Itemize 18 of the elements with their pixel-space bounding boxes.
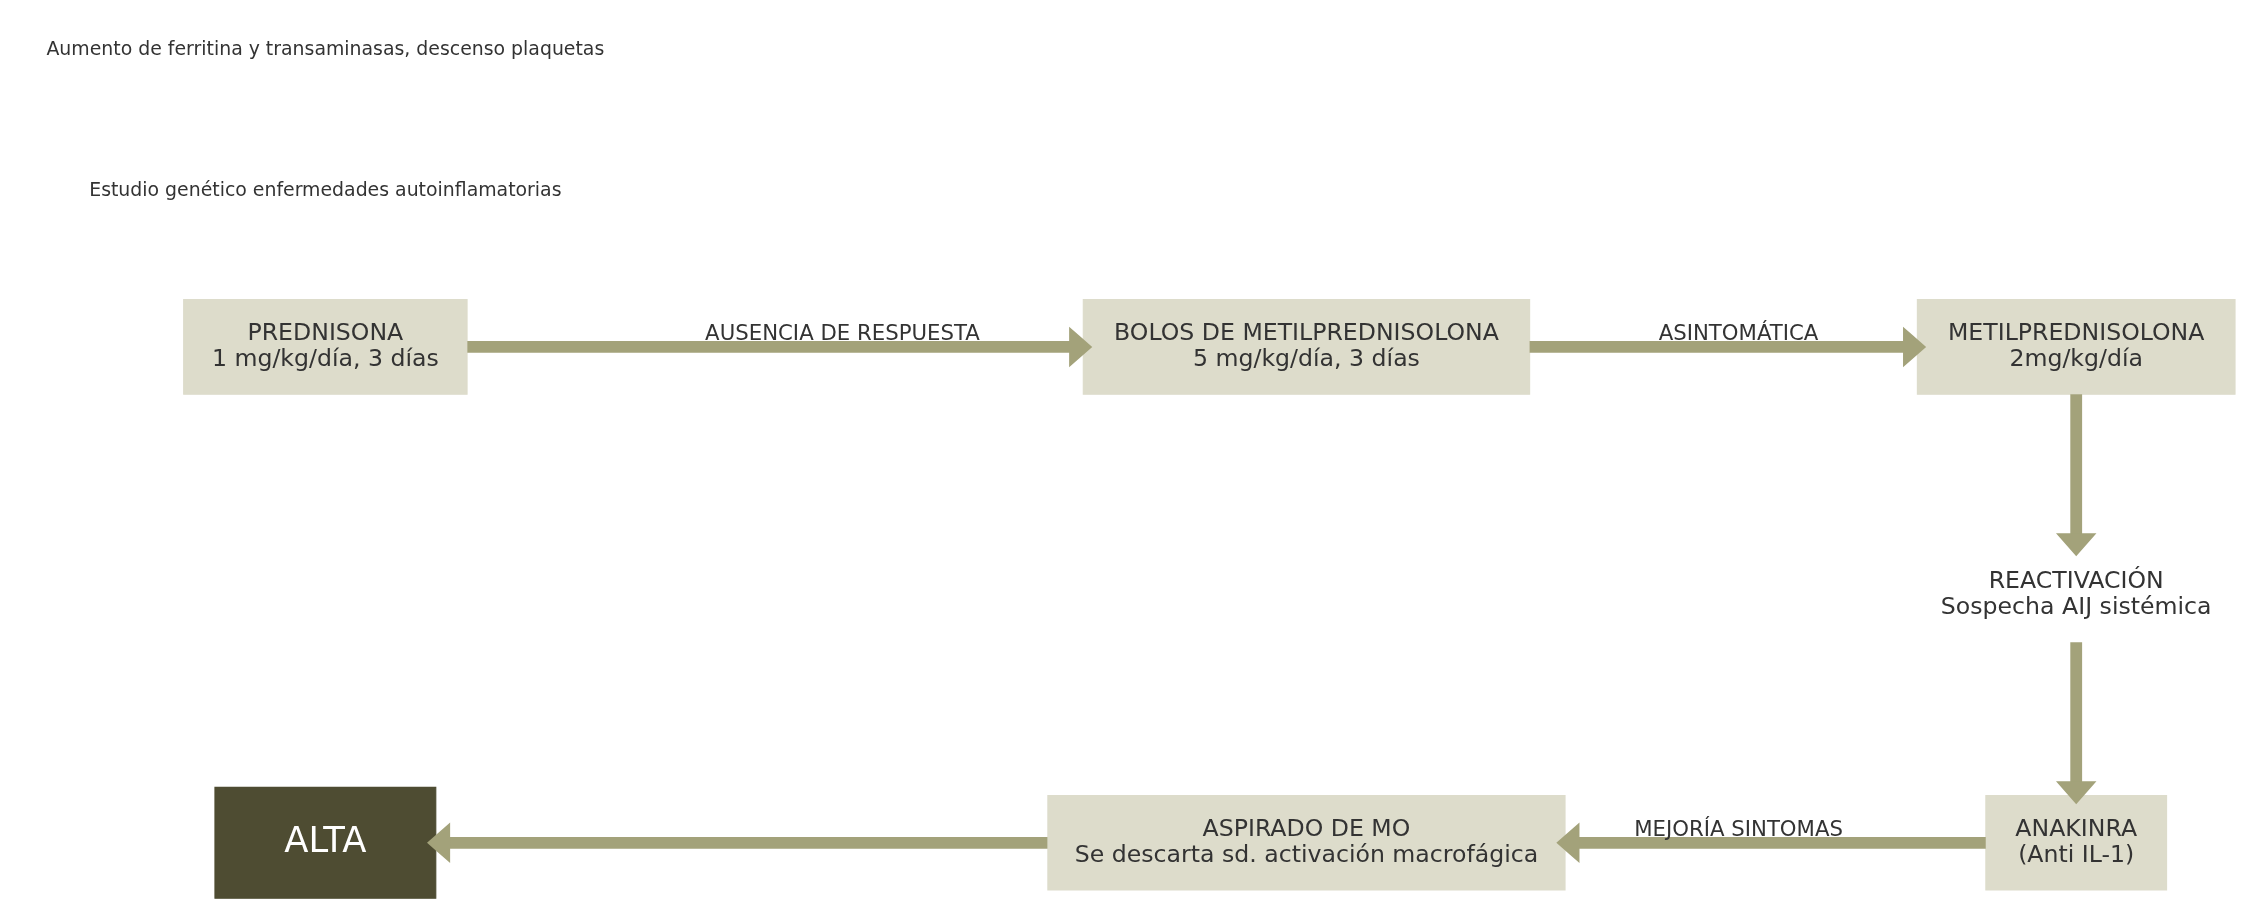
node-box: ASPIRADO DE MO Se descarta sd. activación macrofágica: [1047, 794, 1566, 891]
edge-label: MEJORÍA SINTOMAS: [1634, 815, 1843, 841]
edge-label: AUSENCIA DE RESPUESTA: [705, 319, 980, 345]
arrow: [2056, 393, 2097, 556]
node-box: PREDNISONA 1 mg/kg/día, 3 días: [183, 298, 468, 395]
arrow: [427, 822, 1048, 863]
arrow: [1529, 326, 1927, 367]
edge-label: ASINTOMÁTICA: [1658, 319, 1819, 345]
arrow: [2056, 641, 2097, 804]
arrow: [1556, 822, 1986, 863]
node-box: ALTA: [214, 786, 437, 899]
arrow: [467, 326, 1093, 367]
node-text: REACTIVACIÓN Sospecha AIJ sistémica: [1940, 565, 2212, 620]
label: Estudio genético enfermedades autoinflamatorias: [89, 177, 562, 200]
node-box: ANAKINRA (Anti IL-1): [1985, 794, 2168, 891]
label: Aumento de ferritina y transaminasas, descenso plaquetas: [46, 36, 605, 59]
node-box: METILPREDNISOLONA 2mg/kg/día: [1916, 298, 2236, 395]
node-box: BOLOS DE METILPREDNISOLONA 5 mg/kg/día, 3 días: [1082, 298, 1531, 395]
